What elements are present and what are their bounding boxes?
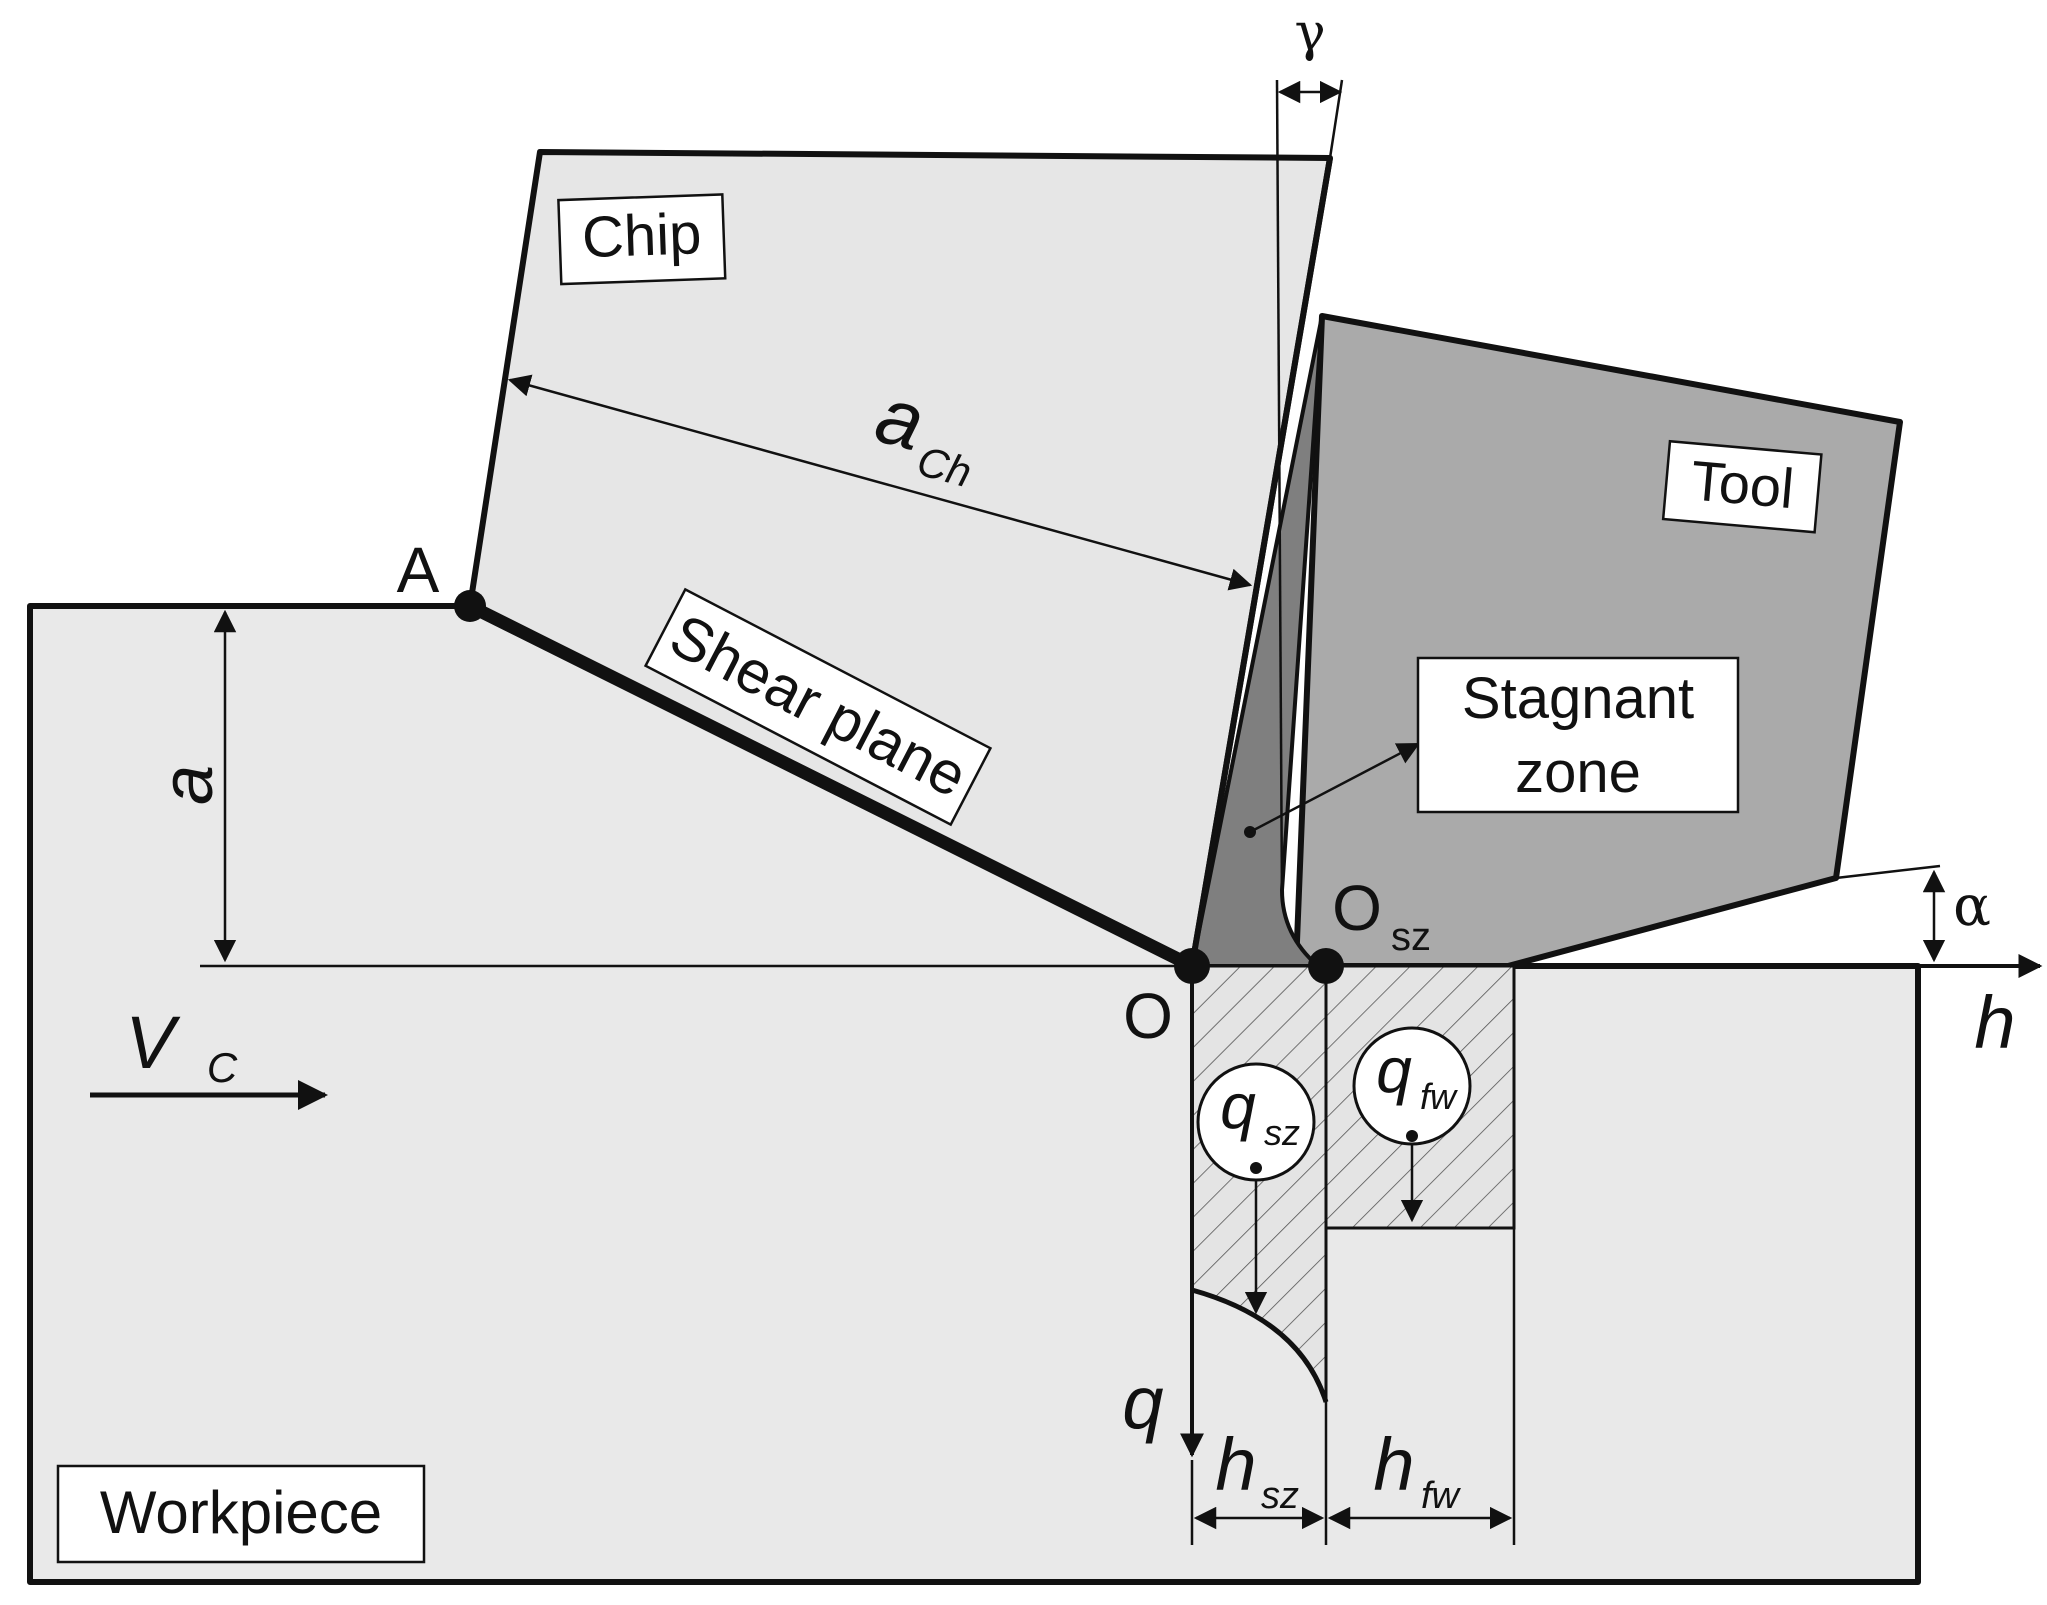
tool-label-box: Tool bbox=[1661, 439, 1823, 534]
tool-label: Tool bbox=[1689, 448, 1797, 520]
stagnant-zone-label-box: Stagnant zone bbox=[1416, 656, 1740, 814]
point-O-sz bbox=[1308, 948, 1344, 984]
stagnant-leader bbox=[1249, 742, 1420, 834]
h-sz-subscript: sz bbox=[1261, 1475, 1299, 1517]
h-axis-label: h bbox=[1974, 981, 2015, 1064]
q-fw-main: q bbox=[1376, 1034, 1412, 1106]
chip-label-box: Chip bbox=[557, 193, 727, 286]
alpha-symbol: α bbox=[1953, 874, 1991, 939]
q-axis-label: q bbox=[1122, 1361, 1163, 1444]
point-O-sz-subscript: sz bbox=[1391, 915, 1431, 959]
workpiece-label: Workpiece bbox=[100, 1479, 382, 1546]
point-O-label: O bbox=[1123, 980, 1173, 1052]
gamma-symbol: γ bbox=[1294, 3, 1325, 63]
q-sz-curve bbox=[1191, 1287, 1329, 1403]
rake-face-line bbox=[1189, 157, 1333, 967]
h-fw-subscript: fw bbox=[1421, 1475, 1462, 1517]
a-ch-dimension-arrow bbox=[507, 374, 1253, 591]
q-sz-badge: q sz bbox=[1196, 1062, 1316, 1182]
q-sz-main: q bbox=[1220, 1070, 1256, 1142]
alpha-flank-ext bbox=[1835, 864, 1941, 880]
stagnant-label-line2: zone bbox=[1515, 740, 1641, 805]
point-O bbox=[1174, 948, 1210, 984]
point-A bbox=[454, 590, 486, 622]
h-sz-main: h bbox=[1215, 1423, 1256, 1506]
velocity-subscript: C bbox=[207, 1044, 238, 1091]
velocity-symbol: V bbox=[125, 1001, 181, 1084]
workpiece-label-box: Workpiece bbox=[56, 1464, 426, 1564]
point-A-label: A bbox=[397, 534, 440, 606]
q-sz-subscript: sz bbox=[1264, 1112, 1300, 1153]
point-O-sz-label: O bbox=[1332, 872, 1382, 944]
tool-body bbox=[1293, 313, 1903, 969]
stagnant-label-line1: Stagnant bbox=[1462, 666, 1694, 731]
q-fw-subscript: fw bbox=[1420, 1076, 1458, 1117]
chip-label: Chip bbox=[581, 201, 702, 270]
q-fw-badge: q fw bbox=[1352, 1026, 1472, 1146]
h-fw-main: h bbox=[1373, 1423, 1414, 1506]
gamma-ref-line bbox=[1275, 79, 1284, 901]
a-symbol: a bbox=[148, 765, 228, 805]
shear-plane-line bbox=[467, 600, 1195, 972]
